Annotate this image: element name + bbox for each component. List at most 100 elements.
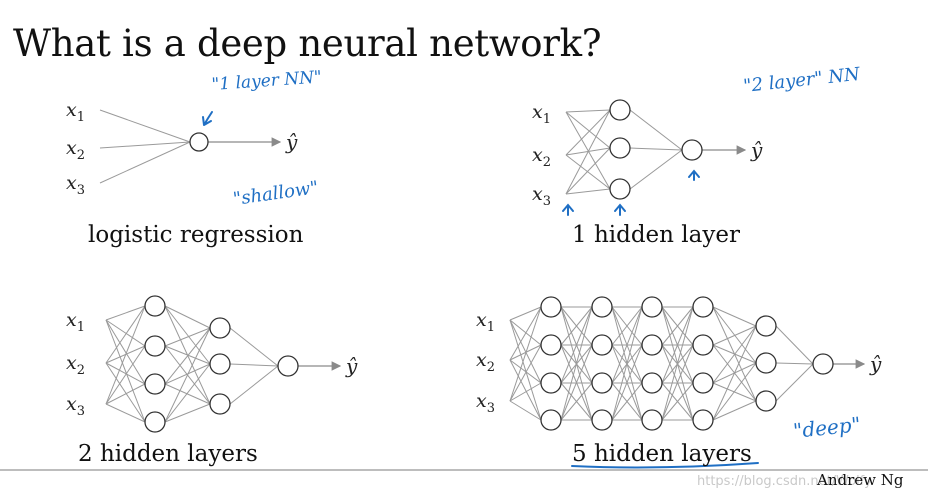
- edge-3: [661, 306, 694, 346]
- hidden-node-3-4-0: [755, 315, 777, 337]
- edge-2: [105, 345, 146, 405]
- edge-0: [99, 141, 191, 184]
- footer-rule: [0, 469, 928, 471]
- edge-2: [164, 345, 211, 365]
- hidden-node-3-3-0: [692, 296, 714, 318]
- edge-3: [509, 306, 542, 402]
- hidden-node-2-1-0: [209, 317, 231, 339]
- edge-3: [712, 306, 757, 327]
- y-hat-label-2: ŷ: [345, 354, 358, 378]
- hidden-node-1-0-2: [609, 178, 631, 200]
- y-hat-label-0: ŷ: [285, 130, 298, 154]
- edge-3: [509, 306, 542, 361]
- edge-2: [105, 319, 146, 347]
- edge-0: [99, 109, 191, 143]
- edge-2: [105, 319, 146, 385]
- edge-3: [661, 382, 694, 421]
- hidden-node-3-2-3: [641, 409, 663, 431]
- edge-3: [509, 359, 542, 421]
- caption-1-hidden-layer: 1 hidden layer: [572, 222, 740, 248]
- edge-3: [712, 325, 757, 421]
- hidden-node-3-2-2: [641, 372, 663, 394]
- hidden-node-1-0-0: [609, 99, 631, 121]
- edge-3: [661, 306, 694, 384]
- edge-3: [611, 382, 643, 421]
- hidden-node-3-0-2: [540, 372, 562, 394]
- edge-1: [629, 109, 683, 151]
- hidden-node-3-4-1: [755, 352, 777, 374]
- edge-2: [164, 403, 211, 423]
- output-node-3: [812, 353, 834, 375]
- edge-2: [164, 327, 211, 347]
- edge-3: [611, 344, 643, 421]
- hidden-node-3-3-1: [692, 334, 714, 356]
- edge-3: [509, 319, 542, 384]
- hidden-node-2-0-1: [144, 335, 166, 357]
- annotation-arrow-logistic: [202, 111, 213, 126]
- edge-2: [105, 305, 146, 405]
- input-label-0-2: x3: [66, 172, 85, 198]
- output-node-0: [189, 132, 209, 152]
- watermark: https://blog.csdn.net/Wolfy: [697, 474, 872, 489]
- edge-2: [164, 305, 211, 329]
- output-node-2: [277, 355, 299, 377]
- input-label-0-0: x1: [66, 99, 85, 125]
- edge-3: [560, 306, 593, 421]
- input-label-3-1: x2: [476, 349, 495, 375]
- slide-title: What is a deep neural network?: [13, 22, 602, 65]
- edge-3: [509, 344, 542, 402]
- edge-2: [164, 327, 211, 385]
- edge-3: [509, 319, 542, 421]
- input-label-0-1: x2: [66, 137, 85, 163]
- hidden-node-3-3-2: [692, 372, 714, 394]
- hidden-node-2-0-2: [144, 373, 166, 395]
- input-label-1-2: x3: [532, 183, 551, 209]
- edge-3: [509, 319, 542, 346]
- edge-3: [611, 306, 643, 421]
- caption-2-hidden-layers: 2 hidden layers: [78, 441, 258, 467]
- input-label-2-0: x1: [66, 309, 85, 335]
- edge-2: [105, 305, 146, 321]
- edge-2: [105, 319, 146, 423]
- edge-1: [629, 149, 683, 190]
- annotation-arrow-input: [562, 203, 574, 216]
- annotation-arrow-hidden: [614, 203, 626, 216]
- edge-3: [560, 306, 593, 384]
- edge-1: [565, 111, 611, 149]
- edge-1: [565, 109, 611, 156]
- edge-2: [229, 365, 279, 405]
- edge-1: [565, 188, 611, 195]
- input-label-3-0: x1: [476, 309, 495, 335]
- input-label-1-1: x2: [532, 144, 551, 170]
- annotation-2-layer-nn: "2 layer" NN: [742, 64, 862, 97]
- edge-3: [712, 325, 757, 384]
- edge-3: [509, 382, 542, 402]
- hidden-node-2-1-1: [209, 353, 231, 375]
- edge-3: [509, 400, 542, 421]
- hidden-node-3-1-1: [591, 334, 613, 356]
- edge-2: [164, 305, 211, 365]
- input-label-2-1: x2: [66, 352, 85, 378]
- edge-3: [661, 306, 694, 421]
- edge-0: [99, 141, 191, 149]
- annotation-shallow: "shallow": [232, 177, 320, 210]
- hidden-node-2-1-2: [209, 393, 231, 415]
- hidden-node-3-0-0: [540, 296, 562, 318]
- y-hat-label-1: ŷ: [750, 138, 763, 162]
- hidden-node-1-0-1: [609, 137, 631, 159]
- edge-1: [565, 109, 611, 195]
- edge-2: [229, 363, 279, 367]
- caption-logistic-regression: logistic regression: [88, 222, 304, 248]
- hidden-node-3-1-3: [591, 409, 613, 431]
- edge-2: [229, 327, 279, 367]
- edge-2: [164, 327, 211, 423]
- edge-1: [629, 147, 683, 151]
- edge-3: [775, 325, 814, 365]
- edge-2: [164, 383, 211, 405]
- input-label-1-0: x1: [532, 101, 551, 127]
- edge-3: [712, 362, 757, 421]
- output-node-1: [681, 139, 703, 161]
- caption-5-hidden-layers: 5 hidden layers: [572, 441, 752, 467]
- edge-2: [105, 362, 146, 385]
